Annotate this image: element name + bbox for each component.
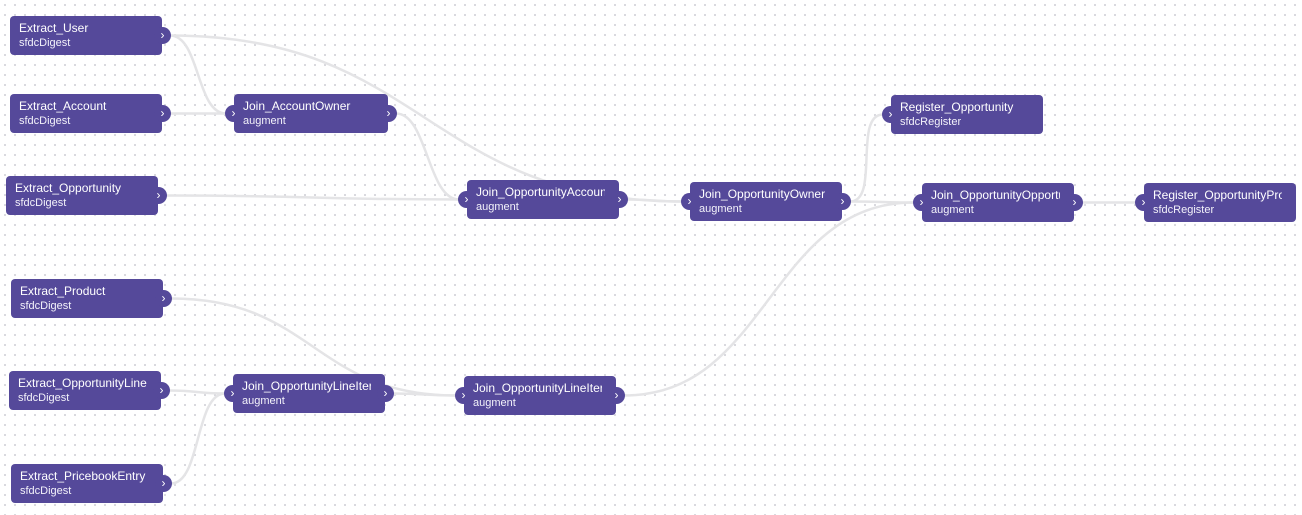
- node-extract-oli[interactable]: Extract_OpportunityLineI sfdcDigest ›: [9, 371, 170, 410]
- node-title: Join_OpportunityOpportu: [931, 188, 1060, 202]
- node-extract-pbe[interactable]: Extract_PricebookEntry sfdcDigest ›: [11, 464, 172, 503]
- input-port-chevron-right-icon[interactable]: ›: [882, 106, 899, 123]
- edge-extract-user-to-join-account-owner: [169, 34, 227, 115]
- edge-extract-product-to-join-oli-2: [170, 297, 457, 397]
- node-type: augment: [699, 203, 742, 215]
- node-title: Join_OpportunityOwner: [699, 187, 826, 201]
- input-port-chevron-right-icon[interactable]: ›: [455, 387, 472, 404]
- node-title: Join_OpportunityLineIter: [473, 381, 602, 395]
- edge-extract-pbe-to-join-oli-1: [170, 392, 226, 485]
- node-type: sfdcDigest: [20, 485, 72, 497]
- node-type: augment: [242, 395, 285, 407]
- output-port-chevron-right-icon[interactable]: ›: [154, 27, 171, 44]
- node-title: Join_OpportunityAccoun: [476, 185, 605, 199]
- node-register-opp[interactable]: Register_Opportunity sfdcRegister›: [882, 95, 1043, 134]
- output-port-chevron-right-icon[interactable]: ›: [611, 191, 628, 208]
- output-port-chevron-right-icon[interactable]: ›: [608, 387, 625, 404]
- node-type: augment: [473, 397, 516, 409]
- output-port-chevron-right-icon[interactable]: ›: [154, 105, 171, 122]
- edge-join-opp-account-to-join-opp-owner: [626, 198, 683, 203]
- output-port-chevron-right-icon[interactable]: ›: [1066, 194, 1083, 211]
- node-extract-opportunity[interactable]: Extract_Opportunity sfdcDigest ›: [6, 176, 167, 215]
- node-type: sfdcRegister: [1153, 204, 1215, 216]
- node-extract-account[interactable]: Extract_Account sfdcDigest ›: [10, 94, 171, 133]
- output-port-chevron-right-icon[interactable]: ›: [155, 475, 172, 492]
- node-type: augment: [243, 115, 286, 127]
- node-title: Extract_OpportunityLineI: [18, 376, 147, 390]
- output-port-chevron-right-icon[interactable]: ›: [153, 382, 170, 399]
- output-port-chevron-right-icon[interactable]: ›: [377, 385, 394, 402]
- node-extract-user[interactable]: Extract_User sfdcDigest ›: [10, 16, 171, 55]
- output-port-chevron-right-icon[interactable]: ›: [155, 290, 172, 307]
- output-port-chevron-right-icon[interactable]: ›: [150, 187, 167, 204]
- node-title: Extract_User: [19, 21, 89, 35]
- node-extract-product[interactable]: Extract_Product sfdcDigest ›: [11, 279, 172, 318]
- node-type: augment: [931, 204, 974, 216]
- node-type: sfdcDigest: [20, 300, 72, 312]
- input-port-chevron-right-icon[interactable]: ›: [225, 105, 242, 122]
- input-port-chevron-right-icon[interactable]: ›: [224, 385, 241, 402]
- node-type: sfdcRegister: [900, 116, 962, 128]
- node-title: Extract_Product: [20, 284, 106, 298]
- edge-join-opp-owner-to-register-opp: [849, 113, 884, 203]
- node-register-opp-prod[interactable]: Register_OpportunityProd sfdcRegister›: [1135, 183, 1296, 222]
- node-type: augment: [476, 201, 519, 213]
- edge-extract-opportunity-to-join-opp-account: [165, 194, 460, 201]
- node-title: Join_OpportunityLineIter: [242, 379, 371, 393]
- node-title: Extract_Opportunity: [15, 181, 122, 195]
- node-type: sfdcDigest: [19, 115, 71, 127]
- node-title: Register_Opportunity: [900, 100, 1014, 114]
- node-title: Extract_Account: [19, 99, 107, 113]
- node-title: Extract_PricebookEntry: [20, 469, 146, 483]
- node-type: sfdcDigest: [18, 392, 70, 404]
- node-type: sfdcDigest: [15, 197, 67, 209]
- output-port-chevron-right-icon[interactable]: ›: [834, 193, 851, 210]
- edge-join-account-owner-to-join-opp-account: [395, 112, 460, 201]
- edge-join-oli-2-to-join-opp-opp: [623, 201, 915, 397]
- input-port-chevron-right-icon[interactable]: ›: [681, 193, 698, 210]
- node-type: sfdcDigest: [19, 37, 71, 49]
- edge-extract-oli-to-join-oli-1: [168, 389, 226, 395]
- input-port-chevron-right-icon[interactable]: ›: [1135, 194, 1152, 211]
- node-title: Register_OpportunityProd: [1153, 188, 1282, 202]
- input-port-chevron-right-icon[interactable]: ›: [458, 191, 475, 208]
- output-port-chevron-right-icon[interactable]: ›: [380, 105, 397, 122]
- node-title: Join_AccountOwner: [243, 99, 351, 113]
- input-port-chevron-right-icon[interactable]: ›: [913, 194, 930, 211]
- edge-join-oli-1-to-join-oli-2: [392, 392, 457, 397]
